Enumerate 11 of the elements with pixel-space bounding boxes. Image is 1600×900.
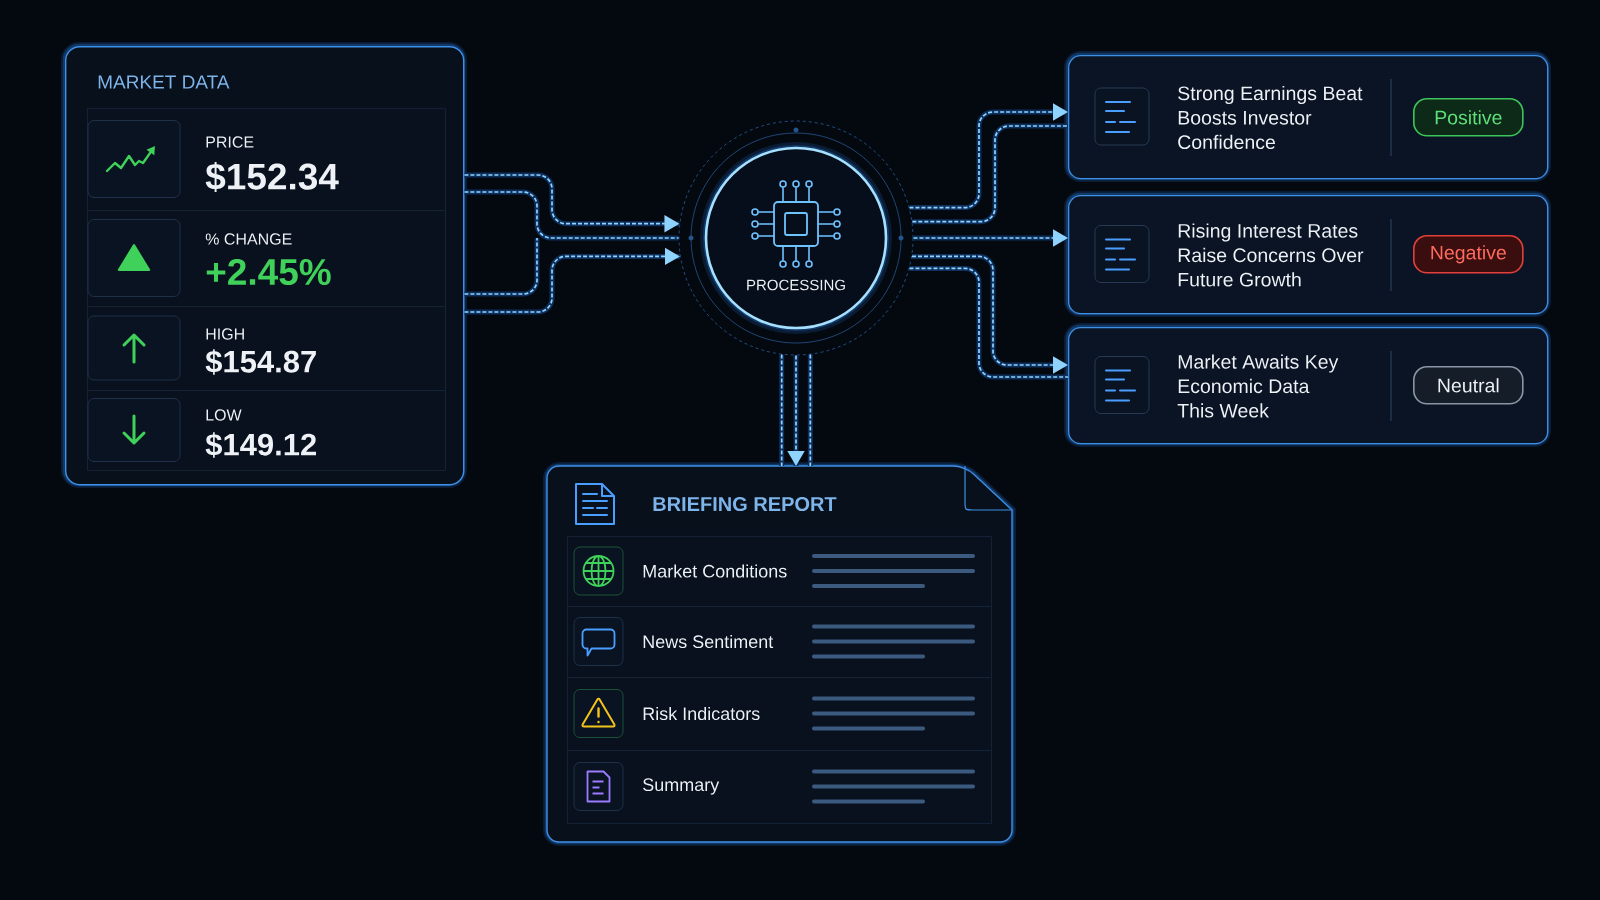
connector-line: [461, 189, 682, 297]
connector-line: [908, 265, 1069, 380]
sentiment-badge: Neutral: [1413, 366, 1524, 405]
arrow: [912, 229, 1068, 247]
connector-line: [911, 123, 1069, 225]
arrow: [787, 354, 805, 466]
connector-line: [807, 353, 813, 467]
arrow: [908, 103, 1068, 211]
connector-line: [779, 353, 785, 467]
arrow: [911, 253, 1068, 374]
arrow: [463, 247, 680, 315]
